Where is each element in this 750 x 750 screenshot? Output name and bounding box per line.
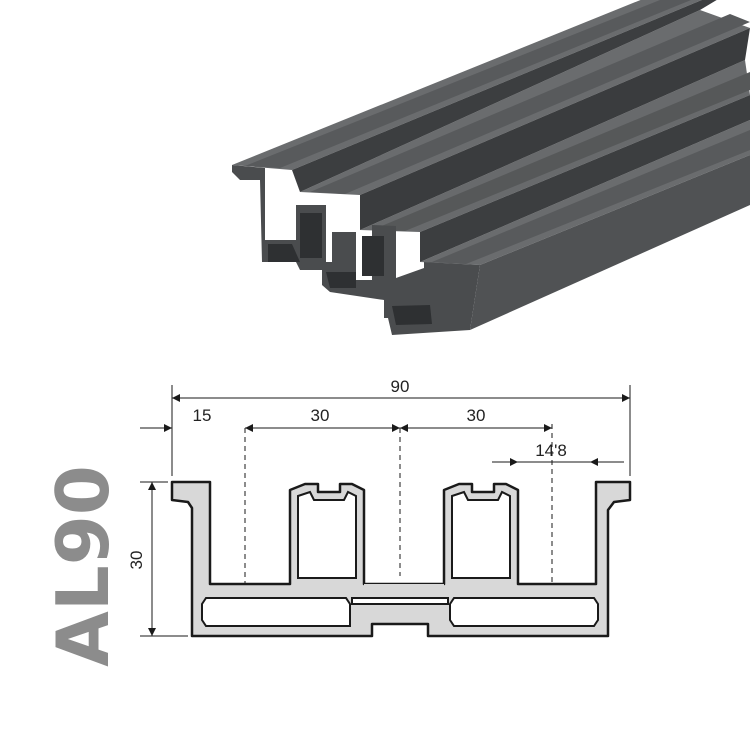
front-end-face <box>232 165 480 335</box>
channel-wall-3 <box>420 95 750 262</box>
front-hollow-2 <box>362 236 384 276</box>
label-edge-15: 15 <box>193 406 212 425</box>
label-offset-148: 14'8 <box>535 441 567 460</box>
label-spacing-30-a: 30 <box>311 406 330 425</box>
front-hollow-3 <box>268 244 300 262</box>
front-hollow-4 <box>326 272 356 288</box>
hollow-chamber-1 <box>297 490 357 579</box>
dimension-labels: 90 15 30 30 14'8 30 <box>127 377 567 569</box>
dimension-lines <box>140 385 631 637</box>
channel-wall-2 <box>360 28 750 230</box>
rail-top-face-3 <box>360 60 750 232</box>
profile-3d-render <box>232 0 750 335</box>
web-strip <box>364 584 444 594</box>
channel-wall-1 <box>292 0 717 192</box>
label-height-30: 30 <box>127 551 146 570</box>
right-side-face <box>470 155 750 330</box>
cross-section <box>170 480 632 638</box>
rail-groove-1 <box>245 0 692 168</box>
label-total-width: 90 <box>391 377 410 396</box>
product-code-label: AL90 <box>41 465 125 667</box>
rail-groove-3 <box>372 72 750 231</box>
bottom-chamber-right <box>449 597 599 627</box>
bottom-center-slot <box>351 597 449 605</box>
rail-groove-2 <box>310 14 750 194</box>
front-hollow-1 <box>300 213 322 258</box>
label-spacing-30-b: 30 <box>467 406 486 425</box>
rail-groove-4 <box>432 130 750 264</box>
bottom-chamber-left <box>201 597 351 627</box>
hollow-chamber-2 <box>451 490 511 579</box>
rail-top-face-4 <box>420 120 750 265</box>
front-hollow-5 <box>392 305 432 325</box>
